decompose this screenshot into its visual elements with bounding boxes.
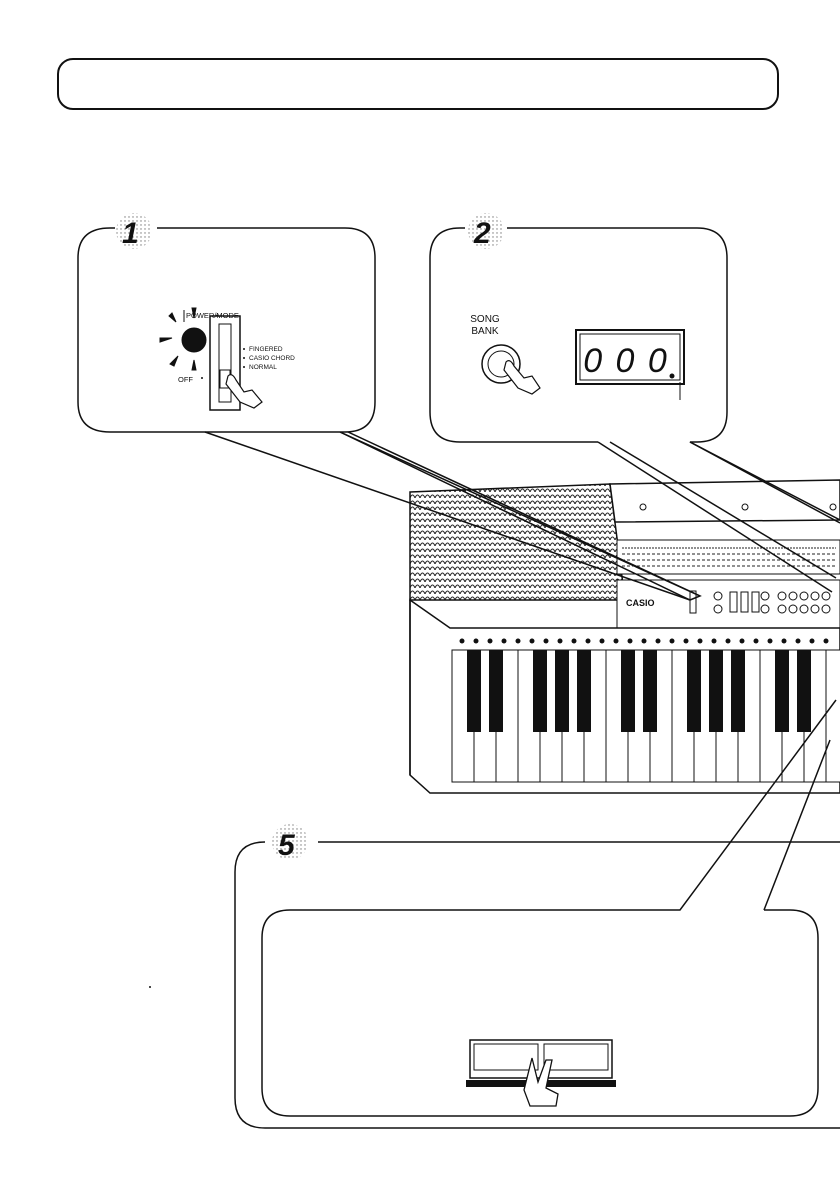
callout-step-2: 2 SONG BANK 0 0 0 (429, 213, 840, 593)
black-key (687, 650, 701, 732)
lcd-display-value: 0 0 0 (583, 342, 669, 380)
step-number-1: 1 (122, 217, 139, 250)
black-key (489, 650, 503, 732)
mode-option-normal: NORMAL (249, 364, 277, 371)
power-off-label: OFF (178, 375, 193, 384)
song-bank-label-1: SONG (470, 314, 500, 325)
black-key (555, 650, 569, 732)
casio-logo: CASIO (626, 598, 655, 608)
two-finger-press-icon (523, 1057, 559, 1107)
callout-step-1: 1 POWER/MODE FINGERED CASIO CHORD NORMAL… (77, 213, 702, 601)
step-number-5: 5 (278, 829, 296, 862)
mode-option-fingered: FINGERED (249, 346, 283, 353)
step-badge-2 (468, 213, 504, 249)
right-button[interactable] (543, 1043, 609, 1071)
left-button[interactable] (473, 1043, 539, 1071)
song-bank-label-2: BANK (471, 326, 499, 337)
black-key (775, 650, 789, 732)
black-key (467, 650, 481, 732)
black-key (709, 650, 723, 732)
lcd-display (575, 329, 685, 385)
black-key (533, 650, 547, 732)
keyboard-illustration: CASIO (409, 479, 840, 794)
piano-keys (451, 649, 840, 783)
pointing-hand-icon (225, 374, 263, 409)
step-badge-5 (272, 824, 308, 860)
keyboard-power-switch (689, 590, 697, 614)
black-key (797, 650, 811, 732)
pointing-hand-icon (503, 360, 541, 395)
callout-step-5: 5 (234, 699, 840, 1129)
black-key (621, 650, 635, 732)
step-badge-1 (116, 213, 152, 249)
step-number-2: 2 (473, 217, 491, 250)
section-title-box (57, 58, 779, 110)
black-key (577, 650, 591, 732)
power-mode-label: POWER/MODE (186, 311, 239, 320)
mode-option-casio-chord: CASIO CHORD (249, 355, 295, 362)
black-key (731, 650, 745, 732)
speaker-grille (409, 483, 626, 601)
white-key (825, 649, 840, 783)
black-key (643, 650, 657, 732)
